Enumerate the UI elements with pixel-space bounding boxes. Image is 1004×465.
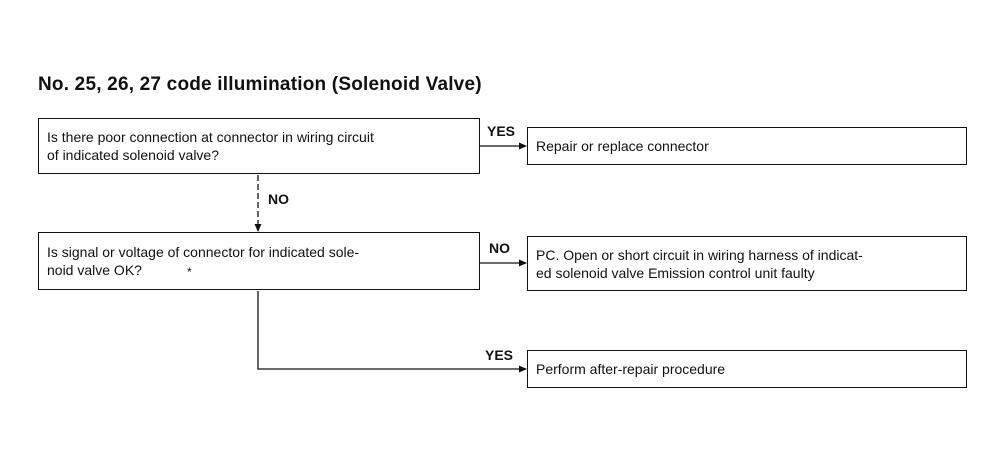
result-3-box: Perform after-repair procedure — [527, 350, 967, 388]
result-2-box: PC. Open or short circuit in wiring harn… — [527, 236, 967, 291]
yes-2-label: YES — [485, 347, 514, 363]
diagram-title: No. 25, 26, 27 code illumination (Soleno… — [38, 74, 482, 95]
question-1-line-2: of indicated solenoid valve? — [47, 147, 220, 163]
result-2-line-1: PC. Open or short circuit in wiring harn… — [536, 246, 863, 263]
no-1-label: NO — [268, 191, 289, 207]
result-2-line-2: ed solenoid valve Emission control unit … — [536, 264, 815, 281]
question-1-line-1: Is there poor connection at connector in… — [47, 129, 374, 145]
question-2-box: Is signal or voltage of connector for in… — [38, 232, 480, 290]
result-1-box: Repair or replace connector — [527, 127, 967, 165]
question-1-box: Is there poor connection at connector in… — [38, 118, 480, 174]
yes-1-label: YES — [487, 123, 516, 139]
result-1-text: Repair or replace connector — [536, 138, 709, 154]
result-3-text: Perform after-repair procedure — [536, 361, 726, 377]
question-2-line-2: noid valve OK? — [47, 262, 142, 278]
yes-2-connector — [257, 291, 527, 373]
question-2-line-1: Is signal or voltage of connector for in… — [47, 244, 360, 260]
question-2-mark: * — [187, 265, 192, 279]
no-2-label: NO — [489, 240, 510, 256]
